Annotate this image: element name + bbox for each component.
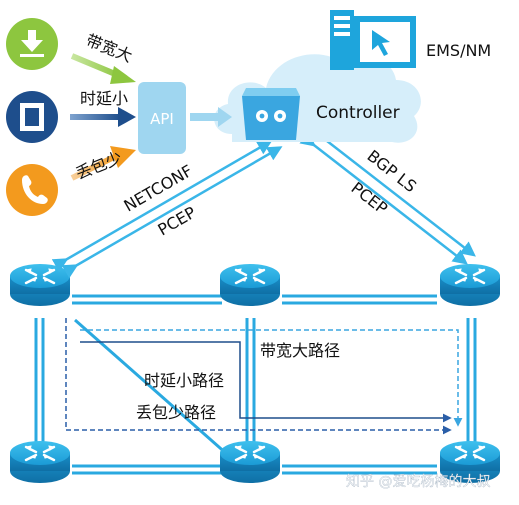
arrow-green (70, 53, 136, 84)
router-top-mid (218, 262, 282, 308)
download-icon (20, 30, 44, 57)
path-high-bandwidth (80, 329, 463, 427)
app-label-bandwidth: 带宽大 (83, 30, 135, 66)
path-label-high-bandwidth: 带宽大路径 (260, 341, 340, 360)
api-label: API (150, 110, 174, 128)
app-phone (6, 164, 58, 216)
phone-icon (22, 175, 48, 204)
controller-link-right (299, 123, 476, 265)
arrow-orange (70, 146, 136, 181)
network-links (34, 294, 477, 475)
controller-link-left (51, 140, 283, 279)
path-low-loss (65, 318, 452, 435)
api-box (138, 82, 186, 154)
arrow-blue (70, 107, 136, 127)
controller-label: Controller (316, 103, 400, 123)
router-bottom-mid (218, 439, 282, 485)
controller-icon (242, 88, 300, 140)
router-bottom-left (8, 439, 72, 485)
api-to-controller-arrow (190, 107, 232, 127)
watermark: 知乎 @爱吃杨梅的大叔 (346, 473, 490, 490)
link-label-pcep-right: PCEP (348, 178, 392, 218)
router-top-left (8, 262, 72, 308)
ems-label: EMS/NM (426, 41, 491, 60)
ems-server-icon (330, 10, 416, 70)
app-label-loss: 丢包少 (73, 148, 125, 184)
path-low-latency (80, 341, 452, 423)
app-download (6, 18, 58, 70)
film-icon (20, 103, 44, 131)
app-label-latency: 时延小 (80, 89, 128, 108)
router-top-right (438, 262, 502, 308)
app-video (6, 91, 58, 143)
path-label-low-latency: 时延小路径 (144, 371, 224, 390)
path-label-low-loss: 丢包少路径 (136, 403, 216, 422)
